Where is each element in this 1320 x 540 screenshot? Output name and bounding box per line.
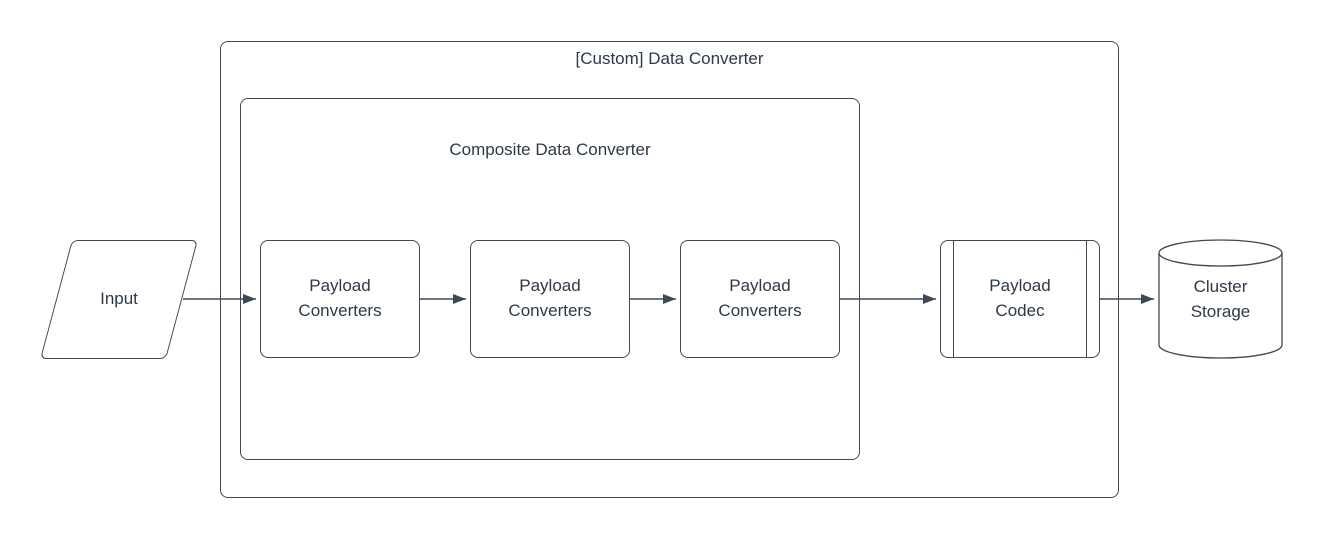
- payload-converters-label-2: Payload Converters: [508, 276, 592, 320]
- payload-codec-label: Payload Codec: [989, 276, 1051, 320]
- payload-converters-label-3: Payload Converters: [718, 276, 802, 320]
- codec-left-bar: [953, 241, 954, 357]
- payload-converters-node-2: Payload Converters: [470, 240, 630, 358]
- composite-data-converter-title: Composite Data Converter: [449, 140, 651, 159]
- custom-data-converter-title: [Custom] Data Converter: [575, 49, 764, 68]
- codec-right-bar: [1086, 241, 1087, 357]
- cluster-storage-label: Cluster Storage: [1190, 277, 1251, 321]
- payload-codec-node: Payload Codec: [940, 240, 1100, 358]
- payload-converters-node-3: Payload Converters: [680, 240, 840, 358]
- input-label: Input: [100, 289, 138, 309]
- payload-converters-label-1: Payload Converters: [298, 276, 382, 320]
- payload-converters-node-1: Payload Converters: [260, 240, 420, 358]
